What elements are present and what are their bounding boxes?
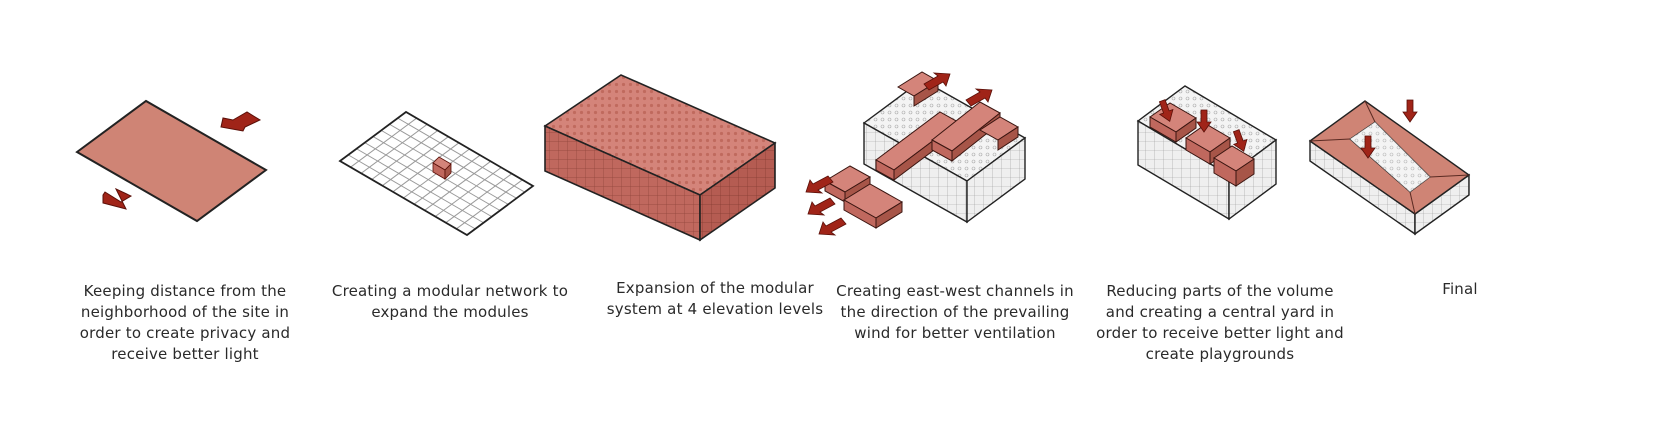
modular-grid-illustration [338,110,535,237]
arrow-icon [102,187,133,210]
site-plate-illustration [75,99,268,223]
grid-line [389,123,517,199]
step-1: Keeping distance from the neighborhood o… [55,0,315,440]
step-5: Reducing parts of the volume and creatin… [1096,0,1360,440]
step-4: Creating east-west channels in the direc… [805,0,1090,440]
east-west-channels-illustration [805,71,1027,236]
brick-volume-illustration [543,74,777,242]
step-2: Creating a modular network to expand the… [320,0,580,440]
grid-line [347,154,476,230]
down-arrow-icon [1360,99,1418,159]
final-building-illustration [1308,99,1471,236]
module-cube-icon [432,156,452,180]
grid-line [364,142,493,218]
reduced-volume-illustration [1136,85,1278,221]
step-3: Expansion of the modular system at 4 ele… [543,0,845,440]
grid-line [356,148,484,224]
step-caption: Final [1442,280,1478,298]
step-caption: Creating east-west channels in the direc… [836,282,1074,342]
step-caption: Creating a modular network to expand the… [331,282,569,321]
step-6: Final [1308,0,1620,440]
arrow-icon [220,111,262,132]
wind-arrow-icon [805,72,993,236]
step-caption: Expansion of the modular system at 4 ele… [606,279,824,318]
down-arrow-icon [1158,99,1248,152]
step-caption: Reducing parts of the volume and creatin… [1096,282,1344,363]
grid-line [397,117,526,193]
step-caption: Keeping distance from the neighborhood o… [79,282,291,363]
